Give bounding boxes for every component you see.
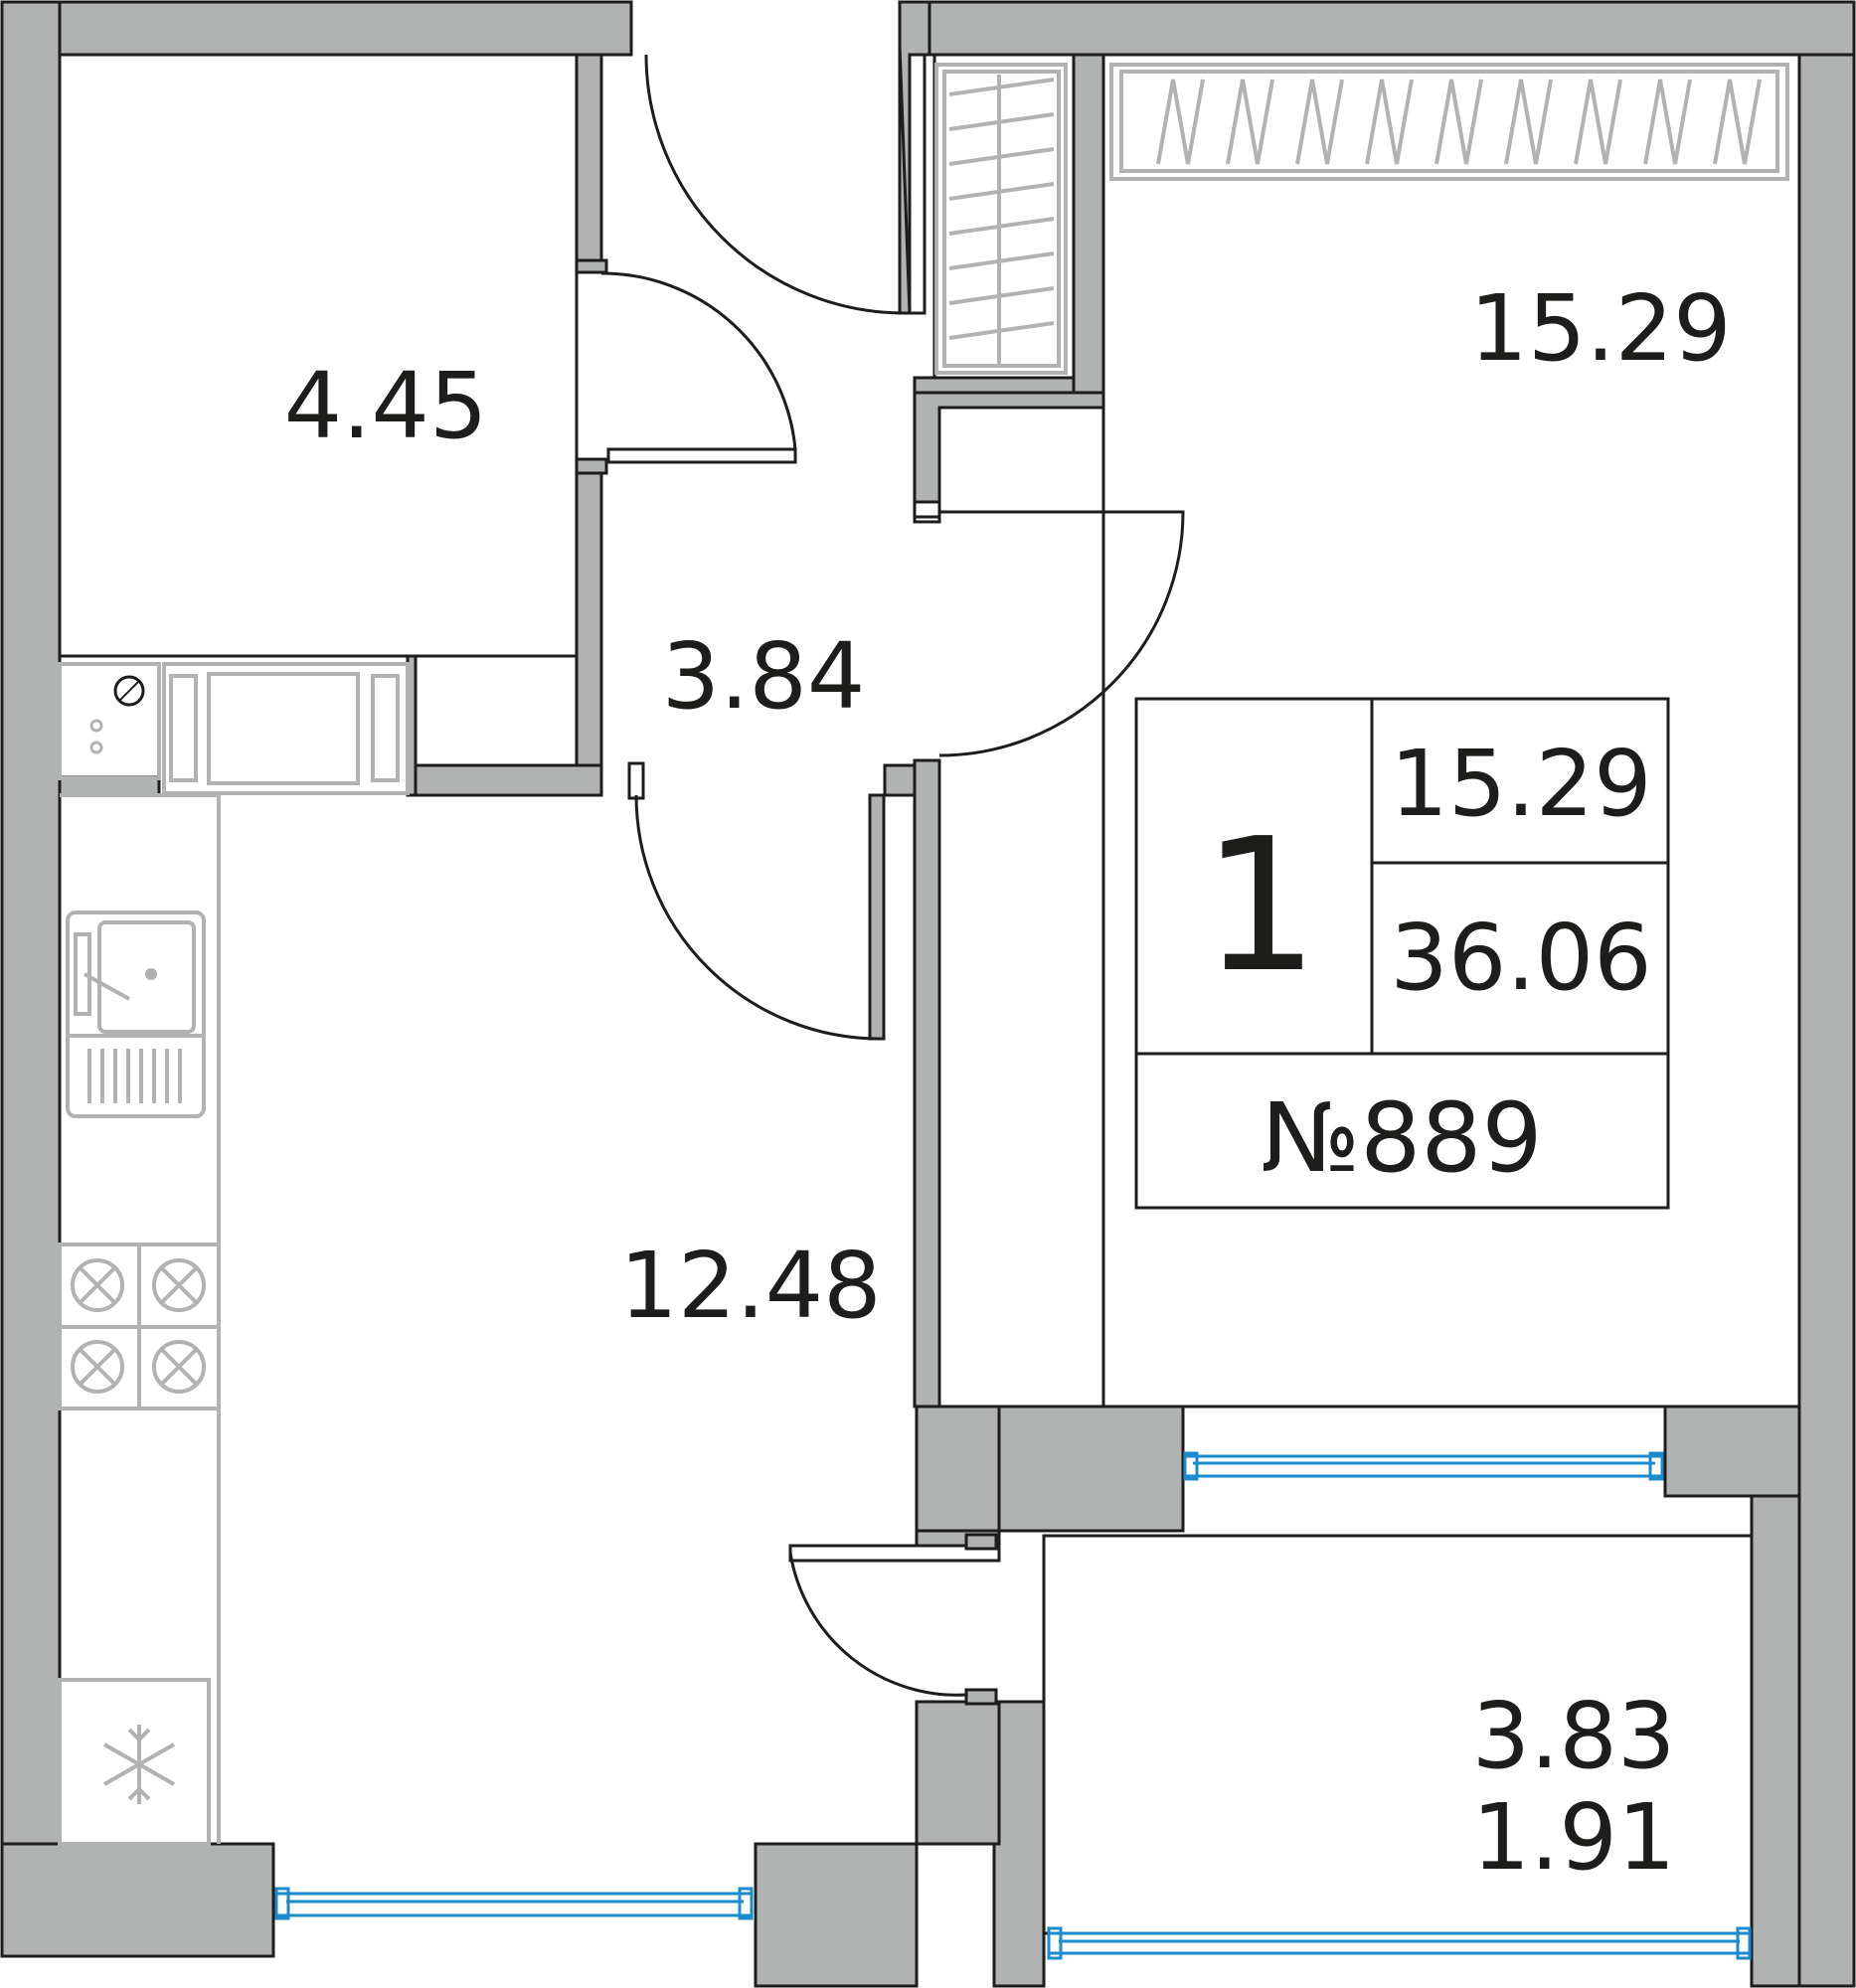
total-area-label: 36.06 [1390, 905, 1651, 1011]
kitchen-area-label: 12.48 [619, 1233, 881, 1339]
living-area-label: 15.29 [1390, 731, 1651, 837]
window-balcony [1047, 1926, 1752, 1960]
balcony-reduced-area-label: 1.91 [1472, 1784, 1676, 1891]
bedroom-radiator [1109, 63, 1789, 181]
bathroom-area-label: 4.45 [284, 353, 488, 459]
fridge [58, 1678, 211, 1846]
interior-walls [58, 0, 1801, 1935]
window-kitchen [274, 1887, 754, 1920]
balcony-area-label: 3.83 [1472, 1683, 1676, 1789]
hallway-area-label: 3.84 [662, 623, 866, 730]
window-bedroom [1183, 1451, 1664, 1481]
bedroom-area-label: 15.29 [1469, 275, 1731, 382]
washing-machine [162, 662, 410, 795]
summary-box: 1 15.29 36.06 №889 [1134, 697, 1670, 1210]
stove [58, 1242, 221, 1410]
sink [66, 911, 206, 1118]
apartment-number-label: №889 [1261, 1082, 1542, 1194]
rooms-count-label: 1 [1202, 798, 1319, 1013]
doors [600, 44, 1185, 1697]
boiler [58, 662, 161, 780]
storage-shelf [934, 63, 1068, 375]
